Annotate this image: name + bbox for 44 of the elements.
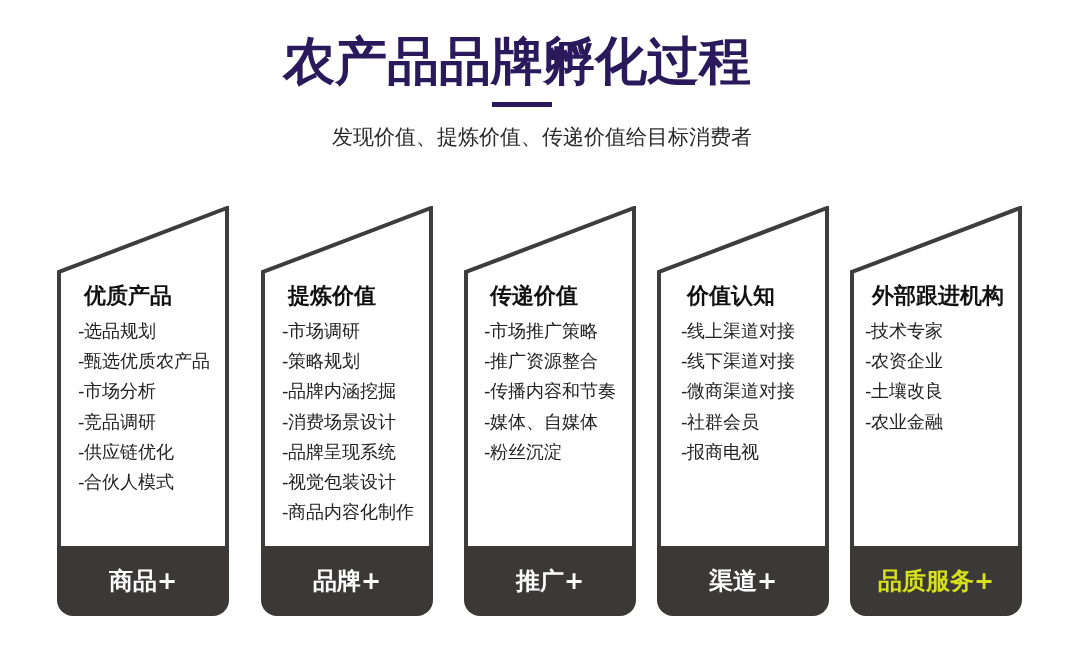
slanted-column-panel <box>464 206 636 546</box>
list-item: -策略规划 <box>282 349 361 374</box>
column-footer-tab: 推广+ <box>464 546 636 616</box>
list-item: -推广资源整合 <box>484 349 599 374</box>
slanted-column-panel <box>850 206 1022 546</box>
diagram-title: 农产品品牌孵化过程 <box>281 30 752 92</box>
list-item: -市场调研 <box>282 319 361 343</box>
list-item: -市场分析 <box>78 379 157 404</box>
list-item: -甄选优质农产品 <box>78 349 211 374</box>
list-item: -农资企业 <box>865 349 944 374</box>
list-item: -竞品调研 <box>78 409 157 434</box>
column-footer-tab: 品牌+ <box>261 546 433 616</box>
list-item: -线下渠道对接 <box>681 349 796 374</box>
list-item: -线上渠道对接 <box>681 319 796 343</box>
list-item: -报商电视 <box>681 439 760 464</box>
slanted-column-panel <box>261 206 433 546</box>
list-item: -粉丝沉淀 <box>484 439 563 464</box>
list-item: -社群会员 <box>681 409 760 434</box>
list-item: -农业金融 <box>865 409 944 434</box>
column-heading: 传递价值 <box>490 282 578 310</box>
list-item: -商品内容化制作 <box>282 500 415 525</box>
list-item: -传播内容和节奏 <box>484 379 617 404</box>
list-item: -消费场景设计 <box>282 409 397 434</box>
column-footer-tab: 商品+ <box>57 546 229 616</box>
column-heading: 价值认知 <box>687 282 775 310</box>
column-heading: 外部跟进机构 <box>872 282 1004 310</box>
column-heading: 优质产品 <box>84 282 172 310</box>
list-item: -土壤改良 <box>865 379 944 404</box>
list-item: -视觉包装设计 <box>282 470 397 494</box>
slanted-column-panel <box>57 206 229 546</box>
column-footer-tab: 渠道+ <box>657 546 829 616</box>
list-item: -品牌呈现系统 <box>282 439 397 464</box>
slanted-column-panel <box>657 206 829 546</box>
column-heading: 提炼价值 <box>288 282 376 310</box>
list-item: -选品规划 <box>78 319 157 343</box>
list-item: -市场推广策略 <box>484 319 599 343</box>
column-footer-tab: 品质服务+ <box>850 546 1022 616</box>
list-item: -供应链优化 <box>78 439 175 464</box>
subtitle-text: 发现价值、提炼价值、传递价值给目标消费者 <box>331 124 753 151</box>
list-item: -技术专家 <box>865 319 944 343</box>
list-item: -媒体、自媒体 <box>484 409 599 434</box>
list-item: -微商渠道对接 <box>681 379 796 404</box>
list-item: -合伙人模式 <box>78 470 175 494</box>
list-item: -品牌内涵挖掘 <box>282 379 397 404</box>
